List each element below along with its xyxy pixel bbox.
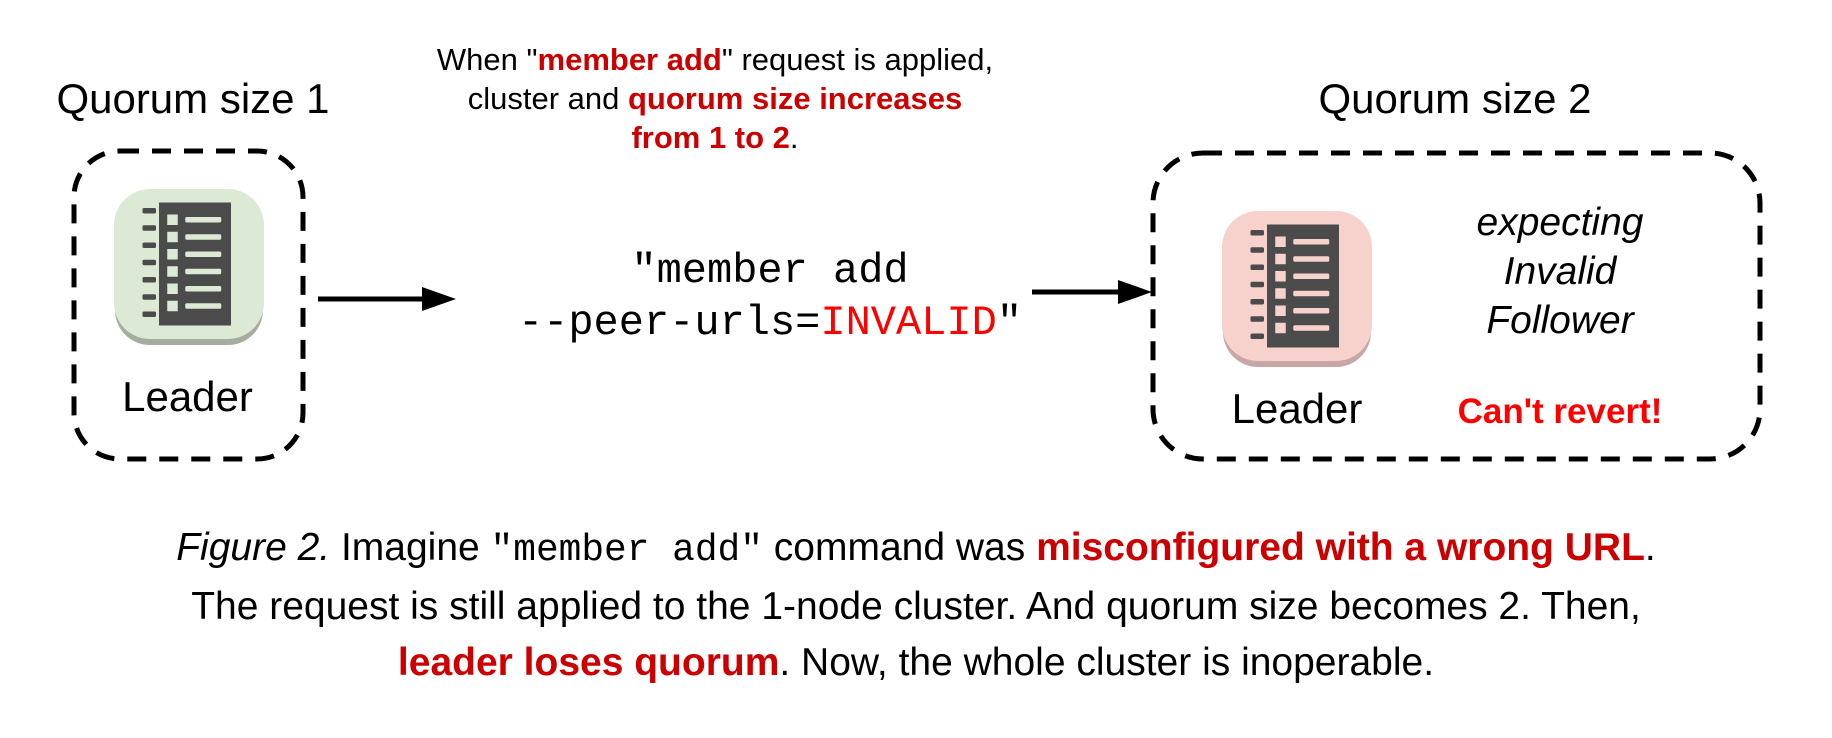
member-add-command: "member add--peer-urls=INVALID"	[517, 247, 1023, 347]
quorum-size-2-title: Quorum size 2	[1318, 75, 1592, 122]
leader-node-pink	[1222, 211, 1372, 361]
leader-node-green	[114, 189, 264, 339]
member-log-icon	[142, 202, 231, 326]
cluster-box-left	[71, 148, 306, 462]
member-log-icon	[1250, 224, 1339, 348]
leader-label-right: Leader	[1231, 385, 1363, 432]
figure-caption: Figure 2. Imagine "member add" command w…	[176, 526, 1656, 684]
quorum-size-1-title: Quorum size 1	[56, 75, 330, 122]
cant-revert-warning: Can't revert!	[1457, 392, 1663, 431]
arrow-right-icon	[318, 287, 456, 311]
member-add-annotation: When "member add" request is applied,clu…	[436, 42, 994, 155]
arrow-right-icon	[1032, 280, 1152, 304]
cluster-box-right	[1150, 150, 1763, 462]
leader-label-left: Leader	[122, 373, 253, 420]
